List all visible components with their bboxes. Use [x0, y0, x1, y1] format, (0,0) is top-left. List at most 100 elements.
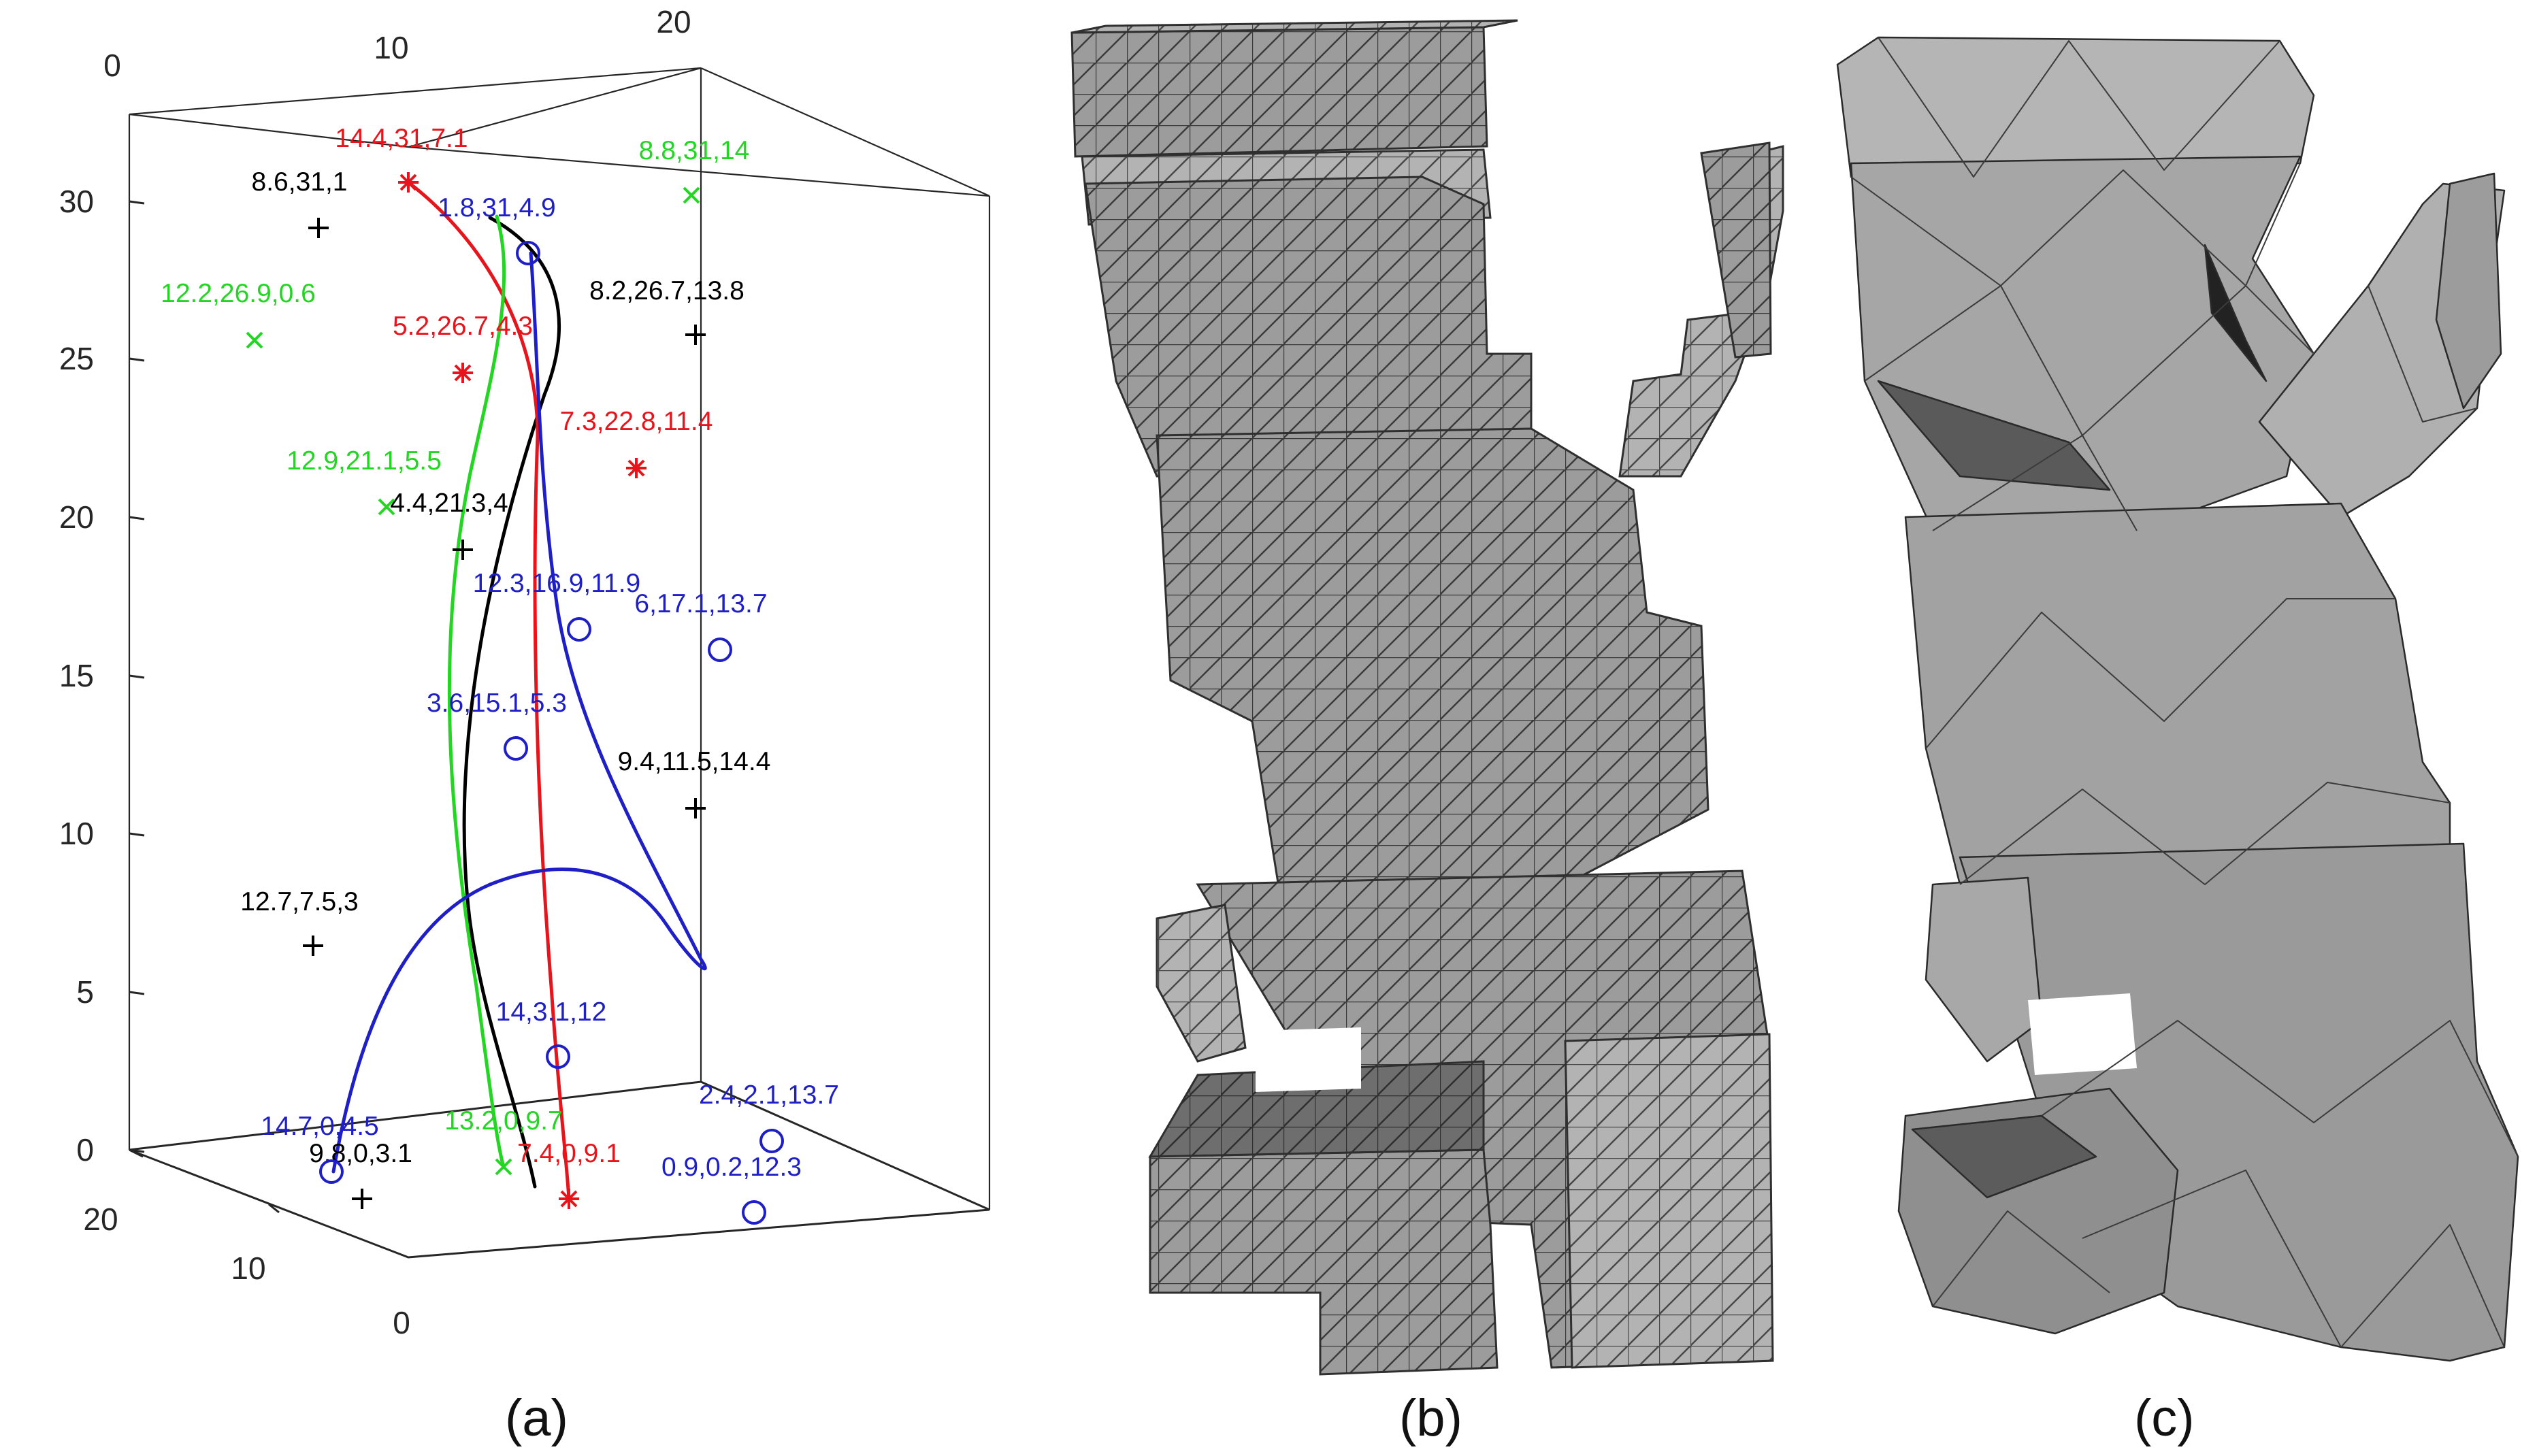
voxel-arm-tip — [1700, 142, 1772, 359]
point-label: 8.2,26.7,13.8 — [589, 276, 744, 305]
depth-tick-label: 10 — [231, 1251, 265, 1286]
voxel-upper-body — [1084, 176, 1533, 478]
axes-box — [128, 67, 991, 1259]
point-label: 12.2,26.9,0.6 — [161, 279, 316, 308]
point-label: 8.8,31,14 — [639, 136, 750, 165]
caption-b: (b) — [1399, 1389, 1462, 1447]
voxel-right-block — [1564, 1033, 1774, 1369]
top-tick-label: 20 — [656, 4, 691, 39]
depth-tick-mark — [268, 1203, 280, 1214]
circle-marker — [742, 1200, 766, 1225]
caption-c: (c) — [2134, 1389, 2195, 1447]
circle-marker — [708, 638, 732, 662]
plus-marker — [685, 325, 706, 345]
caption-a: (a) — [505, 1389, 568, 1447]
panel-a-scatter-plot: 0 10 20 0 5 10 15 20 25 30 20 10 0 8.6,31,1 8.2,26.… — [59, 4, 991, 1447]
x-marker — [495, 1158, 512, 1176]
plus-marker — [453, 540, 473, 560]
depth-tick-label: 20 — [83, 1202, 118, 1237]
star-marker — [453, 363, 473, 383]
mesh-base-dark — [1911, 1114, 2097, 1199]
depth-tick-mark — [129, 1148, 144, 1158]
point-label: 9.4,11.5,14.4 — [618, 747, 771, 776]
plus-marker — [352, 1189, 372, 1209]
vertical-tick-mark — [129, 674, 145, 679]
circle-marker — [504, 736, 528, 761]
mesh-facet-lines — [1850, 37, 2519, 1348]
depth-tick-label: 0 — [393, 1305, 410, 1340]
vertical-tick-label: 25 — [59, 341, 94, 376]
vertical-tick-label: 10 — [59, 816, 94, 851]
plus-marker — [303, 936, 323, 956]
depth-axis-ticks: 20 10 0 — [83, 1148, 410, 1340]
star-marker — [398, 172, 419, 193]
voxel-middle-body — [1156, 427, 1709, 893]
vertical-tick-label: 20 — [59, 499, 94, 535]
vertical-tick-mark — [129, 357, 145, 362]
top-tick-label: 0 — [103, 48, 121, 83]
trajectory-curve — [447, 214, 506, 1169]
point-label: 1.8,31,4.9 — [438, 193, 555, 222]
point-label: 5.2,26.7,4.3 — [393, 312, 533, 341]
point-label: 12.3,16.9,11.9 — [473, 569, 641, 598]
scatter-points: 8.6,31,1 8.2,26.7,13.8 4.4,21.3,4 9.4,11.5,… — [161, 124, 839, 1225]
circle-marker — [319, 1159, 344, 1184]
mesh-upper-body — [1850, 155, 2315, 559]
trajectory-curve — [462, 216, 561, 1189]
plus-marker — [308, 218, 329, 238]
circle-marker — [546, 1044, 570, 1069]
trajectory-curve — [406, 180, 571, 1201]
point-label: 14,3.1,12 — [496, 997, 607, 1027]
mesh-dark-fold — [1877, 380, 2111, 491]
smoothed-mesh — [1836, 36, 2519, 1362]
point-label: 7.3,22.8,11.4 — [560, 407, 713, 436]
trajectory-curve — [331, 251, 707, 1174]
point-label: 0.9,0.2,12.3 — [661, 1153, 802, 1182]
vertical-tick-label: 15 — [59, 658, 94, 693]
vertical-tick-mark — [129, 991, 145, 995]
x-marker — [683, 186, 700, 204]
point-label: 3.6,15.1,5.3 — [427, 689, 567, 718]
x-marker — [246, 331, 263, 349]
mesh-arm-tip — [2435, 172, 2502, 410]
top-tick-label: 10 — [374, 30, 408, 65]
vertical-tick-mark — [129, 516, 145, 520]
x-marker — [378, 498, 395, 516]
plus-marker — [685, 798, 706, 818]
voxel-top-cap-face — [1071, 19, 1518, 34]
voxel-top-cap — [1070, 26, 1488, 158]
voxel-base-top — [1148, 1060, 1485, 1158]
point-label: 12.7,7.5,3 — [240, 887, 358, 916]
mesh-leg-gap — [2028, 993, 2137, 1075]
voxel-mesh — [1070, 19, 1784, 1376]
star-marker — [626, 458, 646, 478]
vertical-tick-label: 30 — [59, 184, 94, 219]
mesh-left-leg — [1925, 876, 2043, 1063]
point-label: 12.9,21.1,5.5 — [287, 446, 442, 476]
voxel-left-leg — [1156, 904, 1247, 1063]
point-label: 13.2,0,9.7 — [444, 1106, 562, 1136]
voxel-base-left — [1149, 1148, 1499, 1376]
point-label: 2.4,2.1,13.7 — [699, 1080, 839, 1110]
point-label: 8.6,31,1 — [252, 167, 348, 197]
point-label: 6,17.1,13.7 — [634, 589, 767, 618]
mesh-top — [1836, 36, 2315, 178]
vertical-axis-ticks: 0 5 10 15 20 25 30 — [59, 184, 145, 1168]
point-label: 14.4,31,7.1 — [335, 124, 468, 153]
point-label: 4.4,21.3,4 — [390, 489, 508, 518]
point-label: 7.4,0,9.1 — [517, 1139, 621, 1168]
circle-marker — [567, 617, 591, 642]
trajectory-curves — [331, 180, 707, 1201]
vertical-tick-label: 5 — [76, 974, 94, 1010]
vertical-tick-label: 0 — [76, 1132, 94, 1168]
panel-c-smoothed-mesh: (c) — [1836, 36, 2519, 1447]
star-marker — [559, 1189, 579, 1209]
vertical-tick-mark — [129, 832, 145, 837]
top-axis-ticks: 0 10 20 — [103, 4, 691, 83]
circle-marker — [516, 241, 540, 265]
circle-marker — [759, 1129, 784, 1153]
voxel-leg-gap — [1256, 1027, 1361, 1092]
vertical-tick-mark — [129, 200, 145, 205]
point-label: 14.7,0,4.5 — [261, 1112, 378, 1141]
